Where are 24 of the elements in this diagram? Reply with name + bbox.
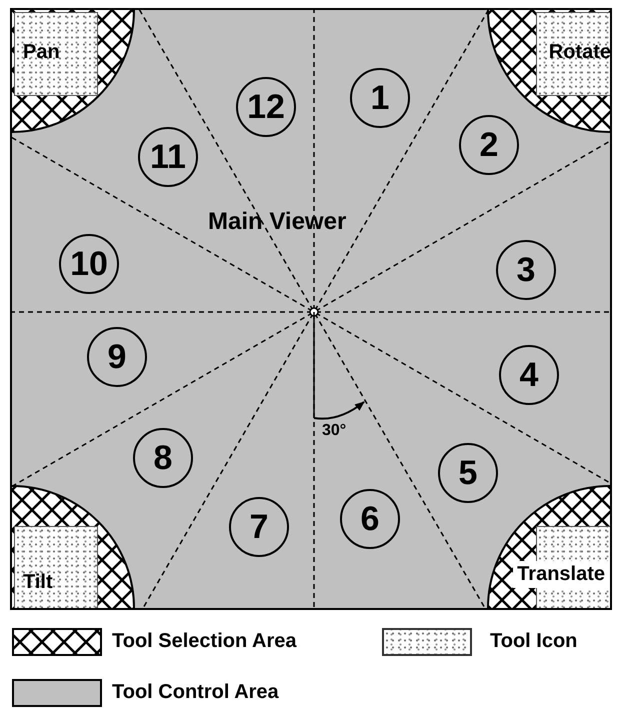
- numbered-circle: 2: [459, 115, 519, 175]
- numbered-circle: 6: [340, 489, 400, 549]
- numbered-circle: 10: [59, 234, 119, 294]
- legend-label: Tool Control Area: [112, 681, 279, 704]
- numbered-circle: 4: [499, 345, 559, 405]
- legend-label: Tool Icon: [490, 630, 578, 653]
- numbered-circle: 3: [496, 240, 556, 300]
- numbered-circle: 11: [138, 127, 198, 187]
- numbered-circle: 9: [87, 327, 147, 387]
- viewer-title: Main Viewer: [208, 208, 346, 236]
- tool-icon-box: [536, 12, 610, 96]
- angle-label: 30°: [322, 422, 346, 440]
- tool-icon-box: [14, 526, 98, 608]
- tool-name: Tilt: [23, 571, 53, 594]
- tool-name: Translate: [513, 561, 609, 588]
- tool-name: Pan: [23, 41, 60, 64]
- numbered-circle: 12: [236, 77, 296, 137]
- numbered-circle: 8: [133, 428, 193, 488]
- numbered-circle: 1: [350, 68, 410, 128]
- legend-label: Tool Selection Area: [112, 630, 296, 653]
- tool-name: Rotate: [548, 41, 610, 64]
- tool-icon-box: [14, 12, 98, 96]
- numbered-circle: 5: [438, 443, 498, 503]
- numbered-circle: 7: [229, 497, 289, 557]
